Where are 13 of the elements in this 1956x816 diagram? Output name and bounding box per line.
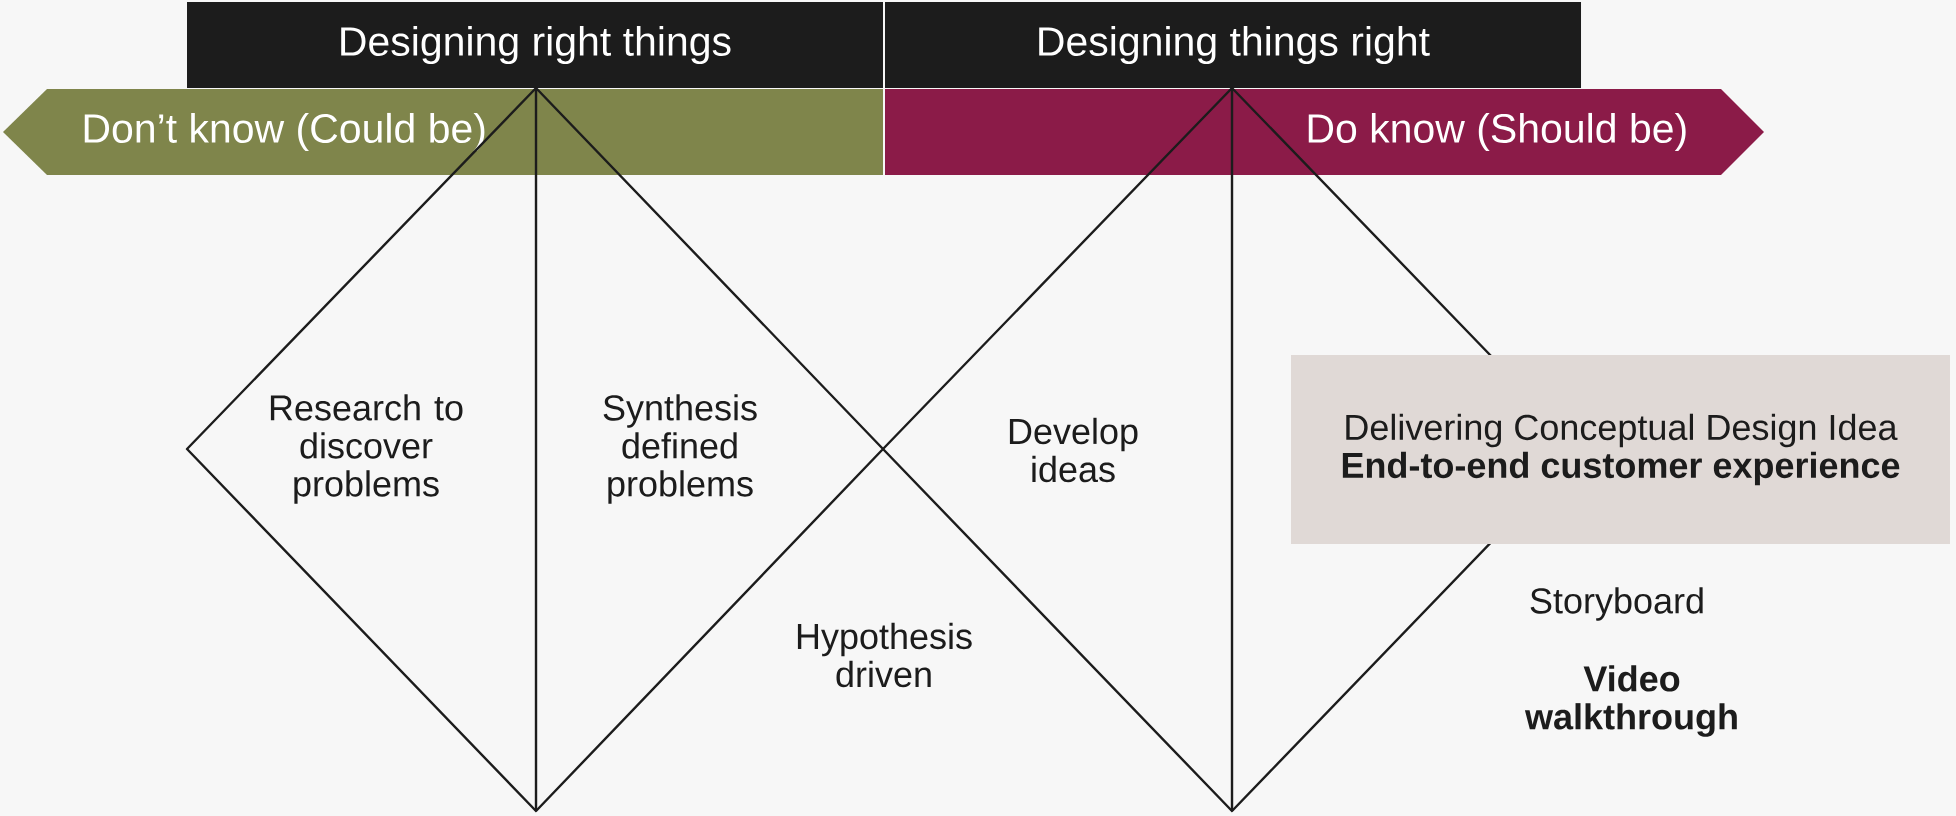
label-text: Video walkthrough bbox=[1524, 665, 1737, 737]
arrow-band: Don’t know (Could be) bbox=[3, 89, 883, 175]
diamond-text: Research to discover problems bbox=[270, 394, 463, 504]
header-bar: Designing right things bbox=[187, 2, 883, 88]
node-label: Designing right things bbox=[341, 25, 731, 65]
arrow-band: Do know (Should be) bbox=[885, 89, 1764, 175]
diamond-text: Develop ideas bbox=[1009, 417, 1138, 483]
label-text: Hypothesis driven bbox=[797, 622, 972, 688]
label-text: Storyboard bbox=[1530, 587, 1703, 621]
header-bar: Designing things right bbox=[885, 2, 1581, 88]
node-label: Designing things right bbox=[1039, 25, 1430, 65]
diamond-text: Synthesis defined problems bbox=[603, 394, 757, 504]
highlight-box: Delivering Conceptual Design Idea End-to-end customer experience bbox=[1291, 355, 1950, 544]
